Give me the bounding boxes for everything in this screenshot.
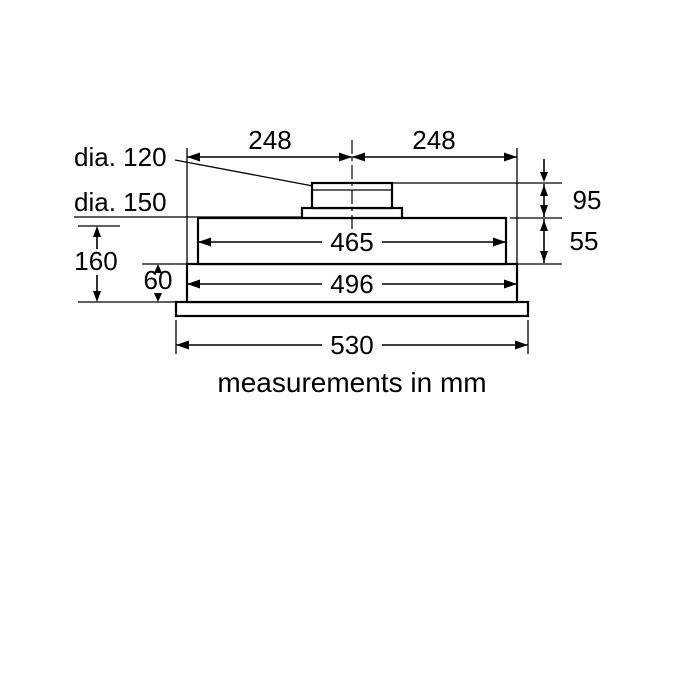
dim-248-left-label: 248 <box>248 125 291 155</box>
arrowhead <box>187 152 200 162</box>
dimension-160: 160 <box>74 225 176 303</box>
callout-dia-150: dia. 150 <box>74 187 302 218</box>
dimension-248-pair: 248 248 <box>186 125 518 264</box>
arrowhead-up <box>540 220 548 231</box>
dim-60-label: 60 <box>144 265 173 295</box>
dia-120-label: dia. 120 <box>74 142 167 172</box>
hood-lower-body <box>185 262 519 304</box>
dim-160-label: 160 <box>74 246 117 276</box>
arrowhead-right <box>515 340 528 350</box>
arrowhead-down <box>540 251 548 262</box>
dimension-465: 465 <box>198 227 506 257</box>
dimension-496: 496 <box>187 269 517 299</box>
arrowhead-right <box>493 237 506 247</box>
hood-base-flange <box>174 300 530 318</box>
arrowhead-left <box>187 279 200 289</box>
dim-248-right-label: 248 <box>412 125 455 155</box>
dia-150-label: dia. 150 <box>74 187 167 217</box>
arrowhead-down <box>154 293 162 302</box>
arrowhead-up <box>540 185 548 196</box>
arrowhead <box>504 152 517 162</box>
dimension-95: 95 <box>392 159 602 219</box>
measurements-note: measurements in mm <box>217 367 486 398</box>
arrowhead-up <box>93 226 101 237</box>
dim-465-label: 465 <box>330 227 373 257</box>
arrowhead-left <box>198 237 211 247</box>
dim-496-label: 496 <box>330 269 373 299</box>
arrowhead-down <box>540 205 548 216</box>
dim-55-label: 55 <box>570 226 599 256</box>
arrowhead-right <box>504 279 517 289</box>
arrowhead-up <box>154 264 162 273</box>
dim-95-label: 95 <box>573 185 602 215</box>
dimension-55: 55 <box>517 219 599 265</box>
arrowhead-down <box>93 291 101 302</box>
dimension-60: 60 <box>142 263 187 302</box>
arrowhead-left <box>176 340 189 350</box>
callout-dia-120: dia. 120 <box>74 142 314 187</box>
dim-530-label: 530 <box>330 330 373 360</box>
arrowhead <box>352 152 365 162</box>
arrowhead <box>339 152 352 162</box>
dia-120-leader-line <box>174 159 314 187</box>
arrowhead-down <box>540 172 548 182</box>
dimension-530: 530 <box>175 320 529 360</box>
